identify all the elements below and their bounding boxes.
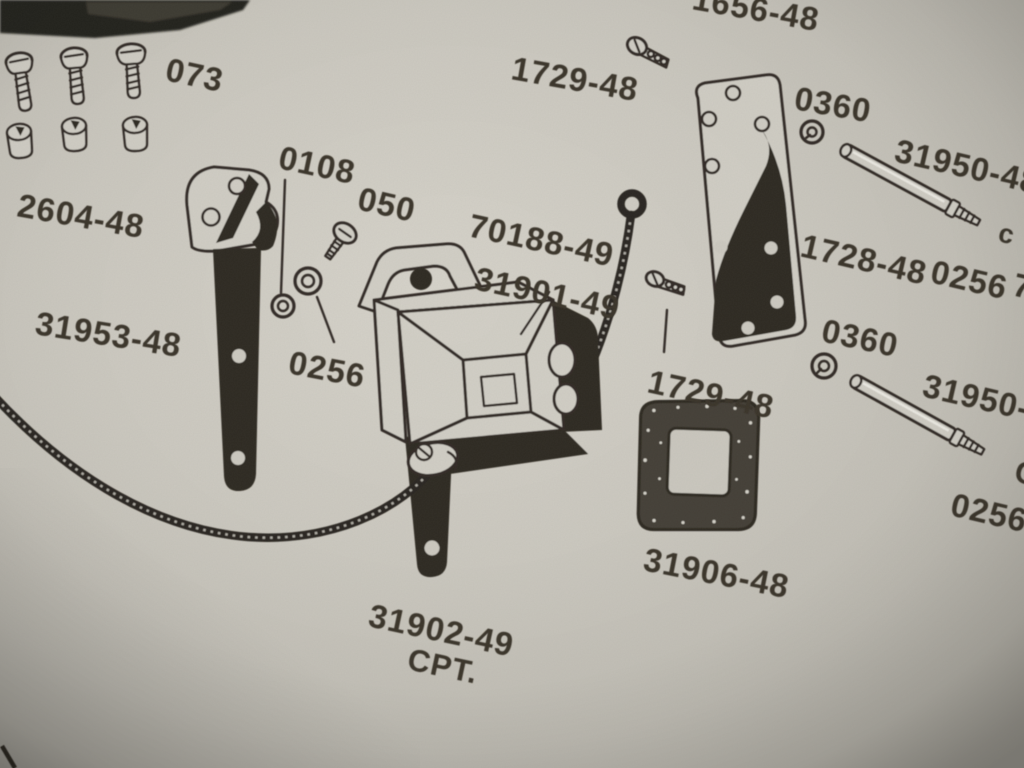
catalog-page-photo: 073 2604-48 0108 050 31953-48 0256 1729-… [0,0,1024,768]
film-grain [0,0,1024,768]
parts-diagram: 073 2604-48 0108 050 31953-48 0256 1729-… [0,0,1024,768]
